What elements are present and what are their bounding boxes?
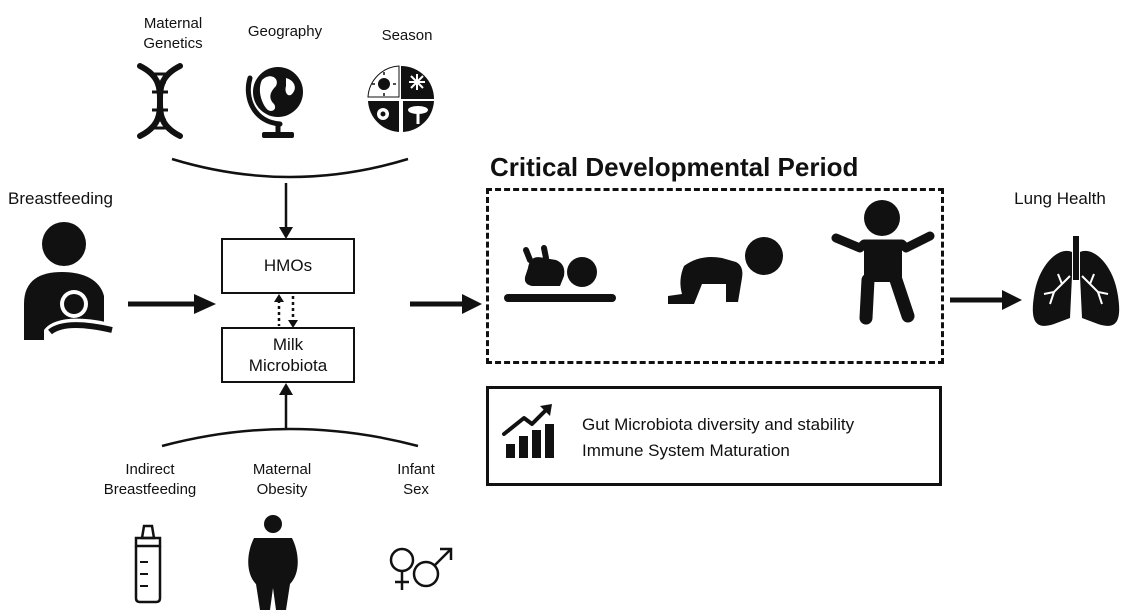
arrow-to-critical-period — [410, 294, 482, 314]
arrow-to-lung-health — [950, 290, 1022, 310]
obese-person-icon — [248, 515, 298, 610]
outcome-gut-microbiota: Gut Microbiota diversity and stability — [582, 415, 855, 434]
label-breastfeeding: Breastfeeding — [8, 189, 113, 208]
label-lung-health: Lung Health — [1014, 189, 1106, 208]
growth-chart-icon — [502, 404, 554, 458]
breastfeeding-mother-icon — [24, 222, 114, 340]
bidirectional-dotted-arrows — [274, 294, 298, 328]
label-indirect-breastfeeding: Indirect Breastfeeding — [103, 461, 197, 498]
arrow-bottom-to-milk-microbiota — [279, 383, 293, 429]
hmos-label: HMOs — [263, 256, 313, 276]
bottom-brace — [161, 427, 419, 448]
label-geography: Geography — [247, 23, 323, 40]
critical-period-box — [486, 188, 944, 364]
baby-bottle-icon — [134, 524, 162, 604]
outcome-immune-maturation: Immune System Maturation — [582, 441, 790, 460]
seasons-icon — [367, 65, 434, 132]
critical-period-title: Critical Developmental Period — [490, 152, 859, 182]
outcomes-box — [486, 386, 942, 486]
label-season: Season — [381, 27, 433, 44]
arrow-breastfeeding-to-hmos — [128, 294, 216, 314]
hmos-box: HMOs — [221, 238, 355, 294]
baby-crawling-icon — [668, 237, 783, 304]
milk-microbiota-box: Milk Microbiota — [221, 327, 355, 383]
arrow-top-to-hmos — [279, 183, 293, 239]
dna-icon — [137, 63, 183, 139]
toddler-walking-icon — [831, 200, 935, 325]
globe-icon — [245, 67, 303, 138]
baby-lying-icon — [504, 245, 616, 302]
label-maternal-genetics: Maternal Genetics — [143, 15, 203, 52]
top-brace — [171, 157, 409, 179]
gender-symbols-icon — [389, 547, 453, 590]
label-infant-sex: Infant Sex — [397, 461, 435, 498]
milk-microbiota-label: Milk Microbiota — [248, 334, 328, 375]
lungs-icon — [1032, 236, 1120, 326]
label-maternal-obesity: Maternal Obesity — [252, 461, 312, 498]
